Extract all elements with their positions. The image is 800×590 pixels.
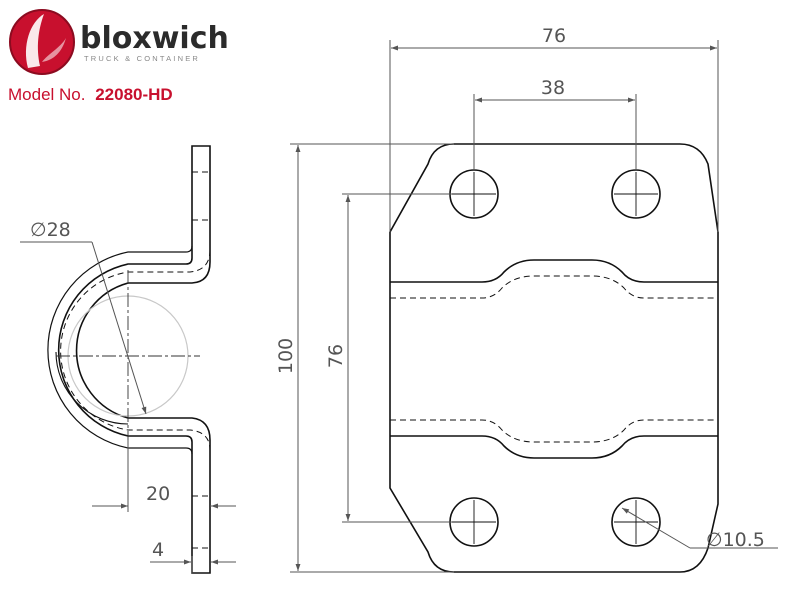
- logo-badge-icon: [9, 9, 75, 75]
- strap-top-edge: [390, 259, 718, 283]
- overall-width-label: 76: [542, 25, 566, 47]
- overall-width-dimension: [389, 40, 719, 232]
- hole-spacing-dimension: [473, 94, 637, 170]
- mounting-hole: [449, 497, 499, 547]
- strap-width-label: 76: [325, 344, 347, 368]
- mounting-holes: [449, 169, 661, 547]
- hole-diameter-dimension: ∅10.5: [621, 507, 778, 551]
- bore-diameter-symbol: ∅: [30, 219, 47, 241]
- mounting-hole: [449, 169, 499, 219]
- side-view: [47, 145, 211, 574]
- brand-logo: bloxwich TRUCK & CONTAINER: [9, 9, 229, 75]
- hole-diameter-label: ∅10.5: [706, 529, 765, 551]
- strap-width-dimension: [342, 193, 452, 523]
- brand-tagline: TRUCK & CONTAINER: [84, 54, 200, 63]
- side-view-inner-bend: [47, 245, 193, 455]
- front-view: [389, 143, 719, 573]
- brand-name: bloxwich: [80, 21, 229, 56]
- thickness-label: 4: [152, 539, 164, 561]
- logo-swoosh-icon: [25, 14, 44, 68]
- hole-spacing-label: 38: [541, 77, 565, 99]
- front-view-outline: [389, 143, 719, 573]
- model-number-line: Model No. 22080-HD: [8, 85, 173, 104]
- model-number: 22080-HD: [95, 85, 173, 104]
- model-label: Model No.: [8, 85, 85, 104]
- bore-diameter-label: ∅28: [30, 219, 71, 241]
- hole-diameter-value: 10.5: [723, 529, 765, 551]
- depth-label: 20: [146, 483, 170, 505]
- strap-bottom-edge: [390, 435, 718, 459]
- hole-diameter-symbol: ∅: [706, 529, 723, 551]
- bore-diameter-value: 28: [47, 219, 71, 241]
- bore-diameter-dimension: ∅28: [20, 219, 147, 415]
- side-view-hidden-lines: [60, 171, 211, 549]
- mounting-hole: [611, 497, 661, 547]
- side-view-outer-profile: [57, 145, 211, 574]
- overall-height-label: 100: [275, 338, 297, 374]
- overall-height-dimension: [290, 143, 454, 573]
- thickness-dimension: [150, 556, 236, 574]
- strap-hidden-lines: [390, 275, 718, 443]
- depth-dimension: [92, 440, 236, 512]
- mounting-hole: [611, 169, 661, 219]
